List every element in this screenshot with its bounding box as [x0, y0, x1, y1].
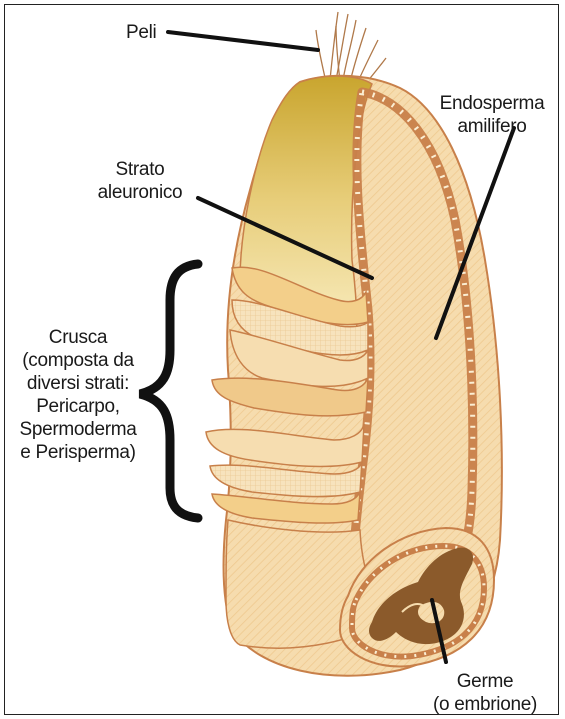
label-endosperma-line2: amilifero	[436, 115, 548, 138]
leader-peli	[168, 32, 318, 50]
label-strato-line1: Strato	[88, 158, 192, 181]
label-crusca: Crusca (composta da diversi strati: Peri…	[8, 326, 148, 464]
label-peli: Peli	[126, 21, 156, 44]
label-germe: Germe (o embrione)	[418, 670, 552, 716]
label-crusca-line3: diversi strati:	[8, 372, 148, 395]
crusca-bracket	[140, 264, 198, 518]
label-germe-line1: Germe	[418, 670, 552, 693]
label-endosperma: Endosperma amilifero	[436, 92, 548, 138]
label-crusca-line2: (composta da	[8, 349, 148, 372]
label-crusca-line6: e Perisperma)	[8, 441, 148, 464]
label-germe-line2: (o embrione)	[418, 693, 552, 716]
label-endosperma-line1: Endosperma	[436, 92, 548, 115]
label-strato-line2: aleuronico	[88, 181, 192, 204]
label-crusca-line5: Spermoderma	[8, 418, 148, 441]
label-crusca-line1: Crusca	[8, 326, 148, 349]
label-strato: Strato aleuronico	[88, 158, 192, 204]
label-crusca-line4: Pericarpo,	[8, 395, 148, 418]
